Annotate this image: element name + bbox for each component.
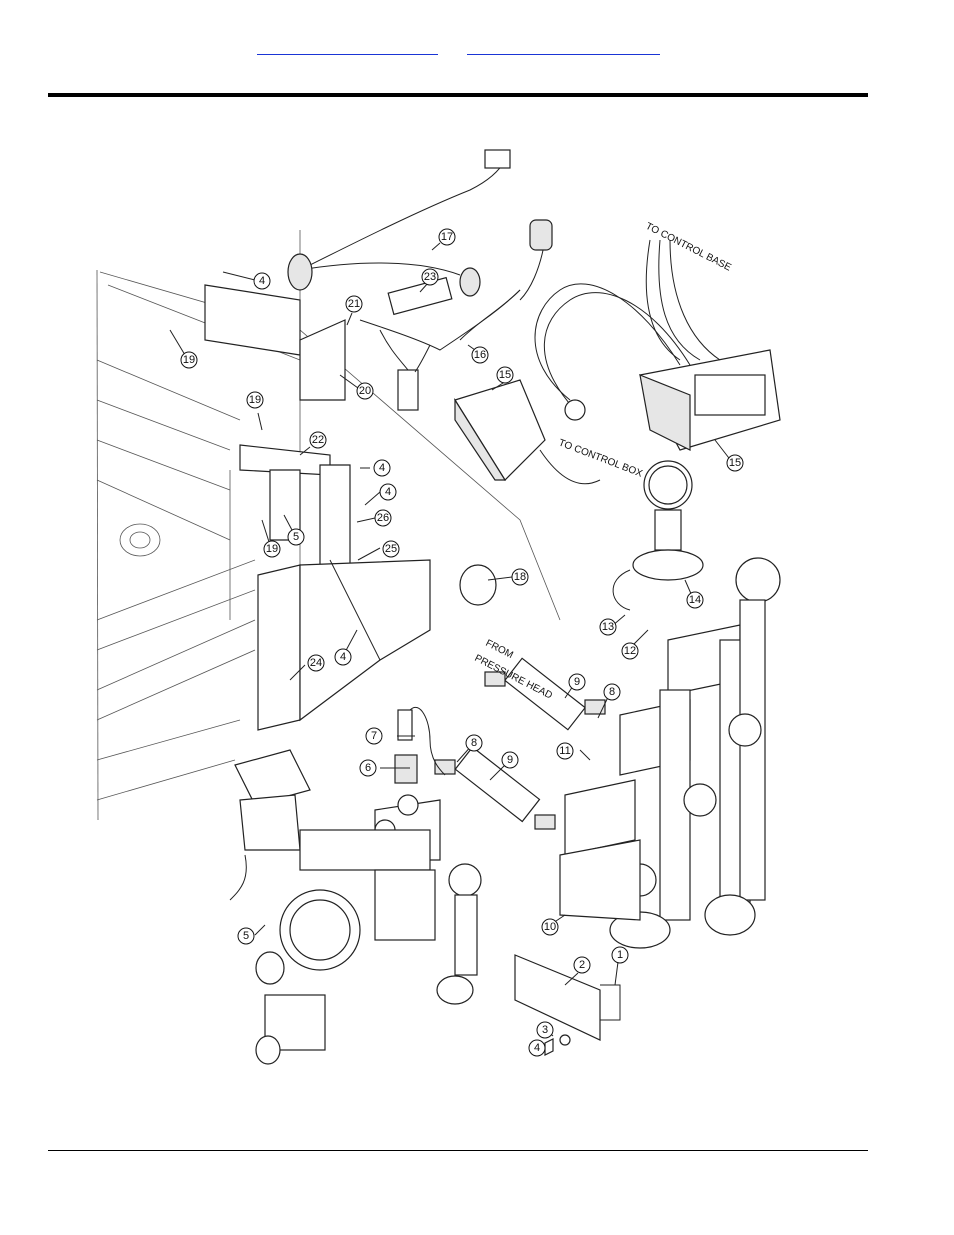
svg-text:6: 6	[365, 762, 371, 774]
callout-4d: 4	[334, 648, 352, 666]
svg-text:5: 5	[293, 531, 299, 543]
svg-text:12: 12	[624, 645, 636, 657]
callout-21: 21	[345, 295, 363, 313]
pump-assembly	[229, 749, 482, 1065]
callout-14: 14	[686, 591, 704, 609]
wiring-harness	[287, 149, 511, 316]
pressure-gauge	[612, 460, 704, 611]
callout-26: 26	[374, 509, 392, 527]
callout-5b: 5	[237, 927, 255, 945]
svg-text:4: 4	[259, 275, 265, 287]
control-box-small	[454, 379, 601, 485]
callout-19c: 19	[263, 540, 281, 558]
callout-9: 9	[568, 673, 586, 691]
svg-text:21: 21	[348, 298, 360, 310]
svg-text:2: 2	[579, 959, 585, 971]
clamp-18	[459, 564, 497, 606]
svg-text:15: 15	[729, 457, 741, 469]
callout-11: 11	[556, 742, 574, 760]
callout-4: 4	[253, 272, 271, 290]
callout-24: 24	[307, 654, 325, 672]
svg-text:5: 5	[243, 930, 249, 942]
footer-rule	[48, 1150, 868, 1151]
svg-text:15: 15	[499, 369, 511, 381]
svg-text:19: 19	[183, 354, 195, 366]
label-to-control-base: TO CONTROL BASE	[644, 221, 733, 274]
svg-text:4: 4	[379, 462, 385, 474]
svg-text:11: 11	[559, 745, 570, 757]
svg-text:26: 26	[377, 512, 389, 524]
svg-text:16: 16	[474, 349, 486, 361]
svg-text:1: 1	[617, 949, 623, 961]
part-callouts: 4 19 21 20 23 17 16 19 22 4 4 5 19 26 25…	[180, 228, 744, 1057]
svg-text:19: 19	[249, 394, 261, 406]
svg-text:9: 9	[507, 754, 513, 766]
callout-4c: 4	[379, 483, 397, 501]
callout-17: 17	[438, 228, 456, 246]
svg-text:10: 10	[544, 921, 556, 933]
callout-20: 20	[356, 382, 374, 400]
callout-18: 18	[511, 568, 529, 586]
callout-1: 1	[611, 946, 629, 964]
svg-text:24: 24	[310, 657, 322, 669]
svg-text:23: 23	[424, 271, 436, 283]
svg-text:25: 25	[385, 543, 397, 555]
callout-25: 25	[382, 540, 400, 558]
svg-text:4: 4	[534, 1042, 540, 1054]
header-link-right[interactable]	[467, 40, 660, 55]
svg-text:17: 17	[441, 231, 453, 243]
mounting-plate	[514, 954, 621, 1056]
callout-2: 2	[573, 956, 591, 974]
svg-text:9: 9	[574, 676, 580, 688]
callout-15-large: 15	[726, 454, 744, 472]
svg-text:4: 4	[385, 486, 391, 498]
label-to-control-box: TO CONTROL BOX	[557, 438, 644, 480]
callout-5: 5	[287, 528, 305, 546]
callout-4b: 4	[373, 459, 391, 477]
svg-text:8: 8	[471, 737, 477, 749]
svg-text:3: 3	[542, 1024, 548, 1036]
callout-15-small: 15	[496, 366, 514, 384]
callout-7: 7	[365, 727, 383, 745]
callout-22: 22	[309, 431, 327, 449]
callout-9b: 9	[501, 751, 519, 769]
svg-text:22: 22	[312, 434, 324, 446]
callout-8: 8	[603, 683, 621, 701]
chassis-frame	[96, 230, 561, 821]
bracket-24	[257, 559, 431, 731]
hoses	[434, 657, 606, 830]
callout-16: 16	[471, 346, 489, 364]
header-link-left[interactable]	[257, 40, 438, 55]
svg-text:18: 18	[514, 571, 526, 583]
callout-19b: 19	[246, 391, 264, 409]
svg-text:19: 19	[266, 543, 278, 555]
control-console-large	[534, 239, 781, 451]
callout-19: 19	[180, 351, 198, 369]
callout-13: 13	[599, 618, 617, 636]
cable-16	[359, 219, 553, 411]
header-rule	[48, 93, 868, 97]
svg-text:7: 7	[371, 730, 377, 742]
callout-8b: 8	[465, 734, 483, 752]
svg-text:13: 13	[602, 621, 614, 633]
svg-text:14: 14	[689, 594, 701, 606]
svg-text:8: 8	[609, 686, 615, 698]
callout-6: 6	[359, 759, 377, 777]
callout-3: 3	[536, 1021, 554, 1039]
callout-12: 12	[621, 642, 639, 660]
callout-4e: 4	[528, 1039, 546, 1057]
callout-10: 10	[541, 918, 559, 936]
valve-manifold	[559, 557, 781, 949]
svg-text:20: 20	[359, 385, 371, 397]
leader-lines	[169, 242, 733, 1049]
callout-23: 23	[421, 268, 439, 286]
svg-text:4: 4	[340, 651, 346, 663]
